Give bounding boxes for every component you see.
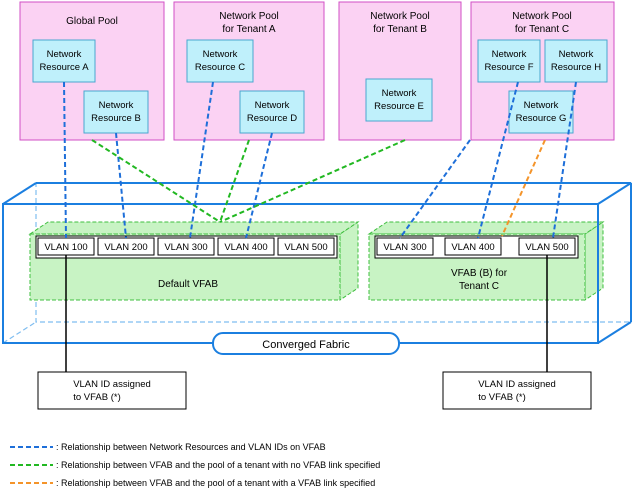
- link-green: [219, 139, 406, 223]
- resource-b: Network Resource B: [83, 90, 149, 134]
- resource-box: [365, 78, 433, 122]
- link-blue: [477, 81, 519, 239]
- pool-title: Network Pool: [219, 11, 278, 22]
- resource-box: [477, 39, 541, 83]
- resource-label: Resource F: [484, 62, 533, 73]
- link-green: [219, 139, 250, 223]
- vlan-label: VLAN 500: [525, 242, 568, 253]
- vfab-label: VFAB (B) for: [451, 268, 508, 279]
- fabric-edge: [597, 182, 632, 205]
- vfab-default: Default VFAB: [28, 221, 360, 301]
- vfab-label: Default VFAB: [158, 279, 218, 290]
- vlan-label: VLAN 300: [164, 242, 207, 253]
- note-text: to VFAB (*): [73, 392, 121, 403]
- resource-box: [186, 39, 254, 83]
- fabric-label: Converged Fabric: [212, 332, 400, 355]
- link-orange: [501, 139, 546, 237]
- resource-label: Resource A: [39, 62, 89, 73]
- resource-label: Resource G: [516, 113, 567, 124]
- resource-label: Network: [99, 100, 134, 111]
- resource-f: Network Resource F: [477, 39, 541, 83]
- pool-title: Network Pool: [370, 11, 429, 22]
- vlan-label: VLAN 400: [224, 242, 267, 253]
- vfab-side: [584, 221, 604, 301]
- resource-box: [508, 90, 574, 134]
- vlan-b-300: VLAN 300: [376, 237, 434, 256]
- converged-fabric: [2, 182, 632, 344]
- vlan-400: VLAN 400: [217, 237, 275, 256]
- resource-box: [239, 90, 305, 134]
- resource-label: Resource B: [91, 113, 141, 124]
- legend-text: : Relationship between VFAB and the pool…: [56, 460, 380, 470]
- fabric-label-text: Converged Fabric: [262, 339, 350, 351]
- note-right: VLAN ID assigned to VFAB (*): [442, 371, 592, 410]
- resource-h: Network Resource H: [544, 39, 608, 83]
- vlan-label: VLAN 100: [44, 242, 87, 253]
- fabric-edge: [597, 321, 632, 344]
- vfab-label: Tenant C: [459, 281, 499, 292]
- resource-label: Network: [47, 49, 82, 60]
- vlan-box: [376, 237, 434, 256]
- vlan-label: VLAN 200: [104, 242, 147, 253]
- link-blue: [189, 81, 214, 239]
- vlan-500: VLAN 500: [277, 237, 335, 256]
- note-text: VLAN ID assigned: [478, 379, 556, 390]
- resource-box: [544, 39, 608, 83]
- legend-text: : Relationship between Network Resources…: [56, 442, 326, 452]
- resource-label: Network: [559, 49, 594, 60]
- resource-g: Network Resource G: [508, 90, 574, 134]
- vlan-300: VLAN 300: [157, 237, 215, 256]
- resource-label: Network: [255, 100, 290, 111]
- resource-label: Network: [524, 100, 559, 111]
- connection-lines: [63, 81, 577, 239]
- vlan-label: VLAN 400: [451, 242, 494, 253]
- resource-box: [83, 90, 149, 134]
- link-blue: [63, 81, 67, 239]
- pool-title: for Tenant B: [373, 24, 427, 35]
- legend-text: : Relationship between VFAB and the pool…: [56, 478, 375, 488]
- resource-a: Network Resource A: [32, 39, 96, 83]
- resource-label: Resource E: [374, 101, 424, 112]
- link-green: [91, 139, 221, 223]
- pool-title: for Tenant A: [222, 24, 276, 35]
- note-box: [37, 371, 187, 410]
- note-left: VLAN ID assigned to VFAB (*): [37, 371, 187, 410]
- resource-d: Network Resource D: [239, 90, 305, 134]
- resource-label: Network: [203, 49, 238, 60]
- note-box: [442, 371, 592, 410]
- vlan-label: VLAN 300: [383, 242, 426, 253]
- fabric-edge: [2, 321, 37, 344]
- fabric-label-box: [212, 332, 400, 355]
- vlan-box: [444, 237, 502, 256]
- resource-label: Resource C: [195, 62, 245, 73]
- vlan-100: VLAN 100: [37, 237, 95, 256]
- resource-label: Resource H: [551, 62, 601, 73]
- link-blue: [552, 81, 577, 239]
- vlan-box: [157, 237, 215, 256]
- vlan-label: VLAN 500: [284, 242, 327, 253]
- link-blue: [399, 139, 471, 239]
- link-blue: [245, 132, 273, 239]
- resource-e: Network Resource E: [365, 78, 433, 122]
- resource-label: Network: [382, 88, 417, 99]
- resource-c: Network Resource C: [186, 39, 254, 83]
- pool-title: for Tenant C: [515, 24, 569, 35]
- legend: : Relationship between Network Resources…: [10, 442, 380, 488]
- vfab-side: [339, 221, 359, 301]
- resource-label: Network: [492, 49, 527, 60]
- vlan-b-400: VLAN 400: [444, 237, 502, 256]
- link-blue: [115, 132, 127, 239]
- vlan-200: VLAN 200: [97, 237, 155, 256]
- vlan-box: [277, 237, 335, 256]
- fabric-edge: [2, 182, 37, 205]
- vlan-b-500: VLAN 500: [518, 237, 576, 256]
- resource-label: Resource D: [247, 113, 297, 124]
- note-text: to VFAB (*): [478, 392, 526, 403]
- pool-title: Network Pool: [512, 11, 571, 22]
- note-text: VLAN ID assigned: [73, 379, 151, 390]
- resource-box: [32, 39, 96, 83]
- pool-title: Global Pool: [66, 16, 118, 27]
- vfab-top: [28, 221, 360, 235]
